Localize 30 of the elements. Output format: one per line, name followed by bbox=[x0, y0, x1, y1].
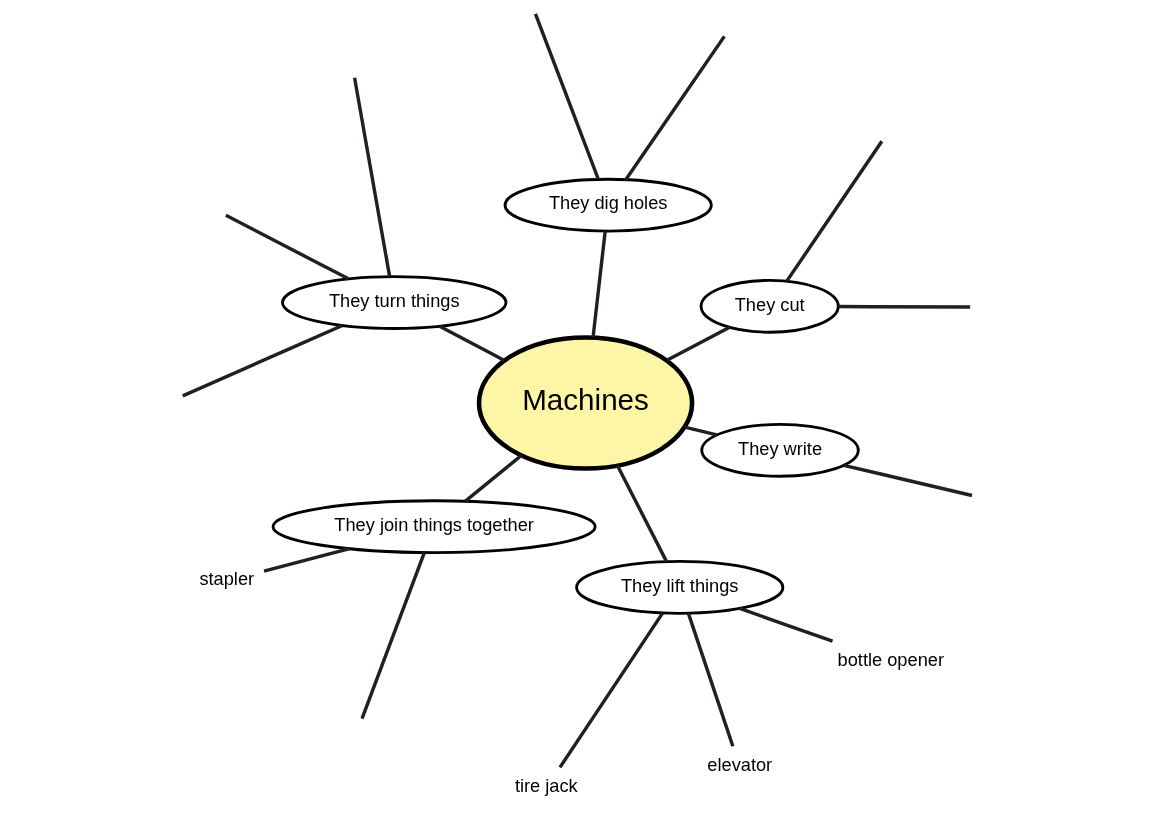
connector bbox=[843, 463, 973, 498]
node-ellipse: They join things together bbox=[271, 499, 597, 555]
connector bbox=[558, 612, 664, 769]
connector bbox=[739, 606, 834, 643]
node-text: elevator bbox=[707, 754, 773, 776]
connector bbox=[533, 13, 600, 180]
node-ellipse: They dig holes bbox=[503, 177, 713, 233]
connector bbox=[263, 547, 351, 573]
node-ellipse: They write bbox=[700, 423, 860, 478]
connector bbox=[591, 231, 607, 338]
connector bbox=[352, 77, 392, 277]
connector bbox=[182, 323, 344, 398]
node-ellipse: Machines bbox=[476, 335, 695, 471]
connector bbox=[225, 213, 350, 281]
connector bbox=[838, 304, 971, 309]
connector bbox=[616, 465, 669, 563]
connector bbox=[684, 425, 718, 437]
connector bbox=[686, 612, 735, 747]
connector bbox=[360, 552, 426, 720]
node-ellipse: They turn things bbox=[281, 275, 508, 330]
connector bbox=[438, 324, 506, 362]
connector bbox=[666, 325, 731, 362]
connector bbox=[785, 140, 884, 283]
connector bbox=[624, 35, 726, 181]
node-text: tire jack bbox=[514, 775, 578, 797]
node-text: stapler bbox=[199, 568, 255, 590]
node-text: bottle opener bbox=[837, 649, 944, 671]
node-ellipse: They lift things bbox=[575, 560, 785, 615]
node-ellipse: They cut bbox=[699, 278, 840, 334]
connector bbox=[464, 454, 523, 503]
